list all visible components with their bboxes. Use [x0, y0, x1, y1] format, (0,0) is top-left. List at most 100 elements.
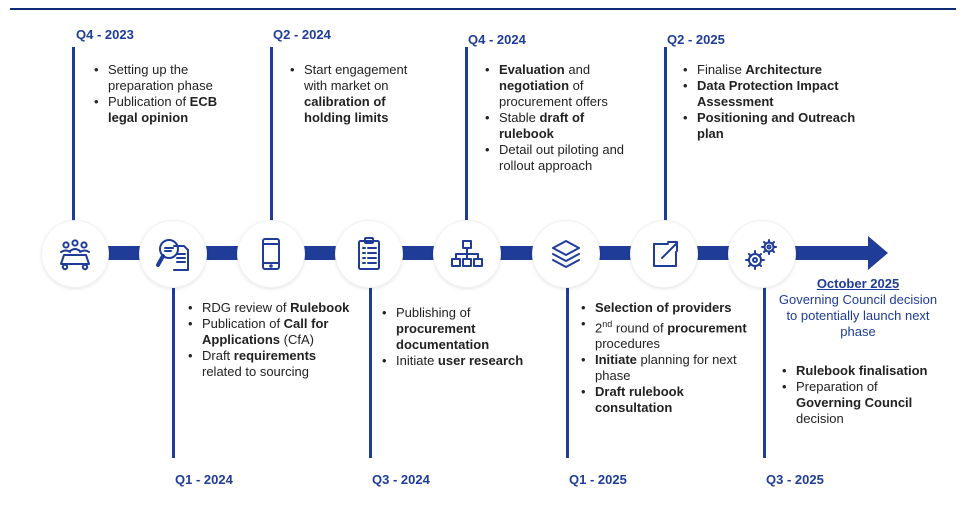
connector-q3-2025	[763, 281, 766, 458]
milestone-text: Initiate	[396, 353, 438, 368]
milestone-text: Selection of providers	[595, 300, 732, 315]
node-q1-2025	[533, 221, 599, 287]
milestone-text: Publishing of	[396, 305, 471, 320]
milestone-text: calibration of holding limits	[304, 94, 389, 125]
milestone-text: procedures	[595, 336, 661, 352]
clipboard-checklist-icon	[358, 237, 380, 270]
milestone-q4-2024: Evaluation and negotiation of procuremen…	[485, 62, 637, 174]
period-label-q3-2024: Q3 - 2024	[372, 472, 430, 487]
milestone-text: Architecture	[745, 62, 822, 77]
milestone-list: Rulebook finalisationPreparation of Gove…	[782, 363, 942, 427]
milestone-item: Publishing of procurement documentation	[382, 305, 532, 353]
node-q3-2024	[336, 221, 402, 287]
milestone-text: Initiate	[595, 352, 637, 368]
milestone-item: Finalise Architecture	[683, 62, 883, 78]
milestone-item: Rulebook finalisation	[782, 363, 942, 379]
milestone-text: round of	[612, 320, 668, 336]
milestone-text: and	[564, 62, 591, 77]
milestone-item: Detail out piloting and rollout approach	[485, 142, 637, 174]
hierarchy-org-chart-icon	[451, 240, 483, 267]
connector-q4-2023	[72, 47, 75, 225]
period-label-q2-2025: Q2 - 2025	[667, 32, 725, 47]
milestone-item: Initiate planning for next phase	[581, 352, 751, 384]
milestone-q2-2025: Finalise ArchitectureData Protection Imp…	[683, 62, 883, 142]
milestone-item: Start engagement with market on calibrat…	[290, 62, 425, 126]
milestone-text: Draft rulebook consultation	[595, 384, 684, 416]
period-label-q1-2024: Q1 - 2024	[175, 472, 233, 487]
milestone-text: Governing Council	[796, 395, 913, 410]
milestone-text: draft of rulebook	[499, 110, 585, 141]
smartphone-icon	[262, 238, 280, 270]
milestone-text: Setting up the preparation phase	[108, 62, 213, 93]
milestone-text: (CfA)	[280, 332, 314, 347]
milestone-list: Evaluation and negotiation of procuremen…	[485, 62, 637, 174]
milestone-q1-2025: Selection of providers2nd round of procu…	[581, 300, 751, 416]
milestone-item: Draft requirements related to sourcing	[188, 348, 354, 380]
milestone-list: Publishing of procurement documentationI…	[382, 305, 532, 369]
milestone-text: procurement	[667, 320, 747, 336]
gears-icon	[745, 239, 777, 270]
period-label-q4-2023: Q4 - 2023	[76, 27, 134, 42]
document-search-icon	[156, 239, 189, 271]
milestone-text: user research	[437, 353, 524, 368]
milestone-item: 2nd round of procurement procedures	[581, 316, 751, 352]
top-rule	[10, 8, 956, 10]
node-q4-2024	[434, 221, 500, 287]
milestone-text: Data Protection Impact Assessment	[697, 78, 839, 109]
milestone-text: of procurement offers	[499, 78, 608, 109]
node-q2-2025	[631, 221, 697, 287]
milestone-text: Rulebook	[290, 300, 350, 315]
milestone-list: Start engagement with market on calibrat…	[290, 62, 425, 126]
milestone-text: RDG review of	[202, 300, 291, 315]
milestone-text: Evaluation	[499, 62, 565, 77]
timeline-arrowhead	[868, 236, 888, 270]
milestone-item: Stable draft of rulebook	[485, 110, 637, 142]
milestone-list: Finalise ArchitectureData Protection Imp…	[683, 62, 883, 142]
milestone-item: Evaluation and negotiation of procuremen…	[485, 62, 637, 110]
milestone-text: Draft	[202, 348, 234, 363]
milestone-item: Draft rulebook consultation	[581, 384, 751, 416]
milestone-text: Call for Applications	[202, 316, 329, 347]
node-q1-2024	[140, 221, 206, 287]
milestone-text: Rulebook finalisation	[796, 363, 928, 378]
milestone-item: Data Protection Impact Assessment	[683, 78, 883, 110]
milestone-item: Publication of Call for Applications (Cf…	[188, 316, 354, 348]
meeting-people-icon	[60, 239, 90, 271]
milestone-text: Publication of	[108, 94, 190, 109]
milestone-text: Detail out piloting and rollout approach	[499, 142, 625, 173]
milestone-text: decision	[796, 411, 844, 426]
milestone-list: RDG review of RulebookPublication of Cal…	[188, 300, 354, 380]
milestone-text: Preparation of	[796, 379, 878, 394]
next-phase-date: October 2025	[816, 276, 900, 291]
milestone-text: Finalise	[697, 62, 746, 77]
milestone-item: Positioning and Outreach plan	[683, 110, 883, 142]
connector-q1-2025	[566, 281, 569, 458]
period-label-q3-2025: Q3 - 2025	[766, 472, 824, 487]
layers-icon	[552, 240, 580, 268]
connector-q3-2024	[369, 281, 372, 458]
milestone-item: Preparation of Governing Council decisio…	[782, 379, 942, 427]
milestone-list: Setting up the preparation phasePublicat…	[94, 62, 222, 126]
node-q3-2025	[729, 221, 795, 287]
milestone-text: Publication of	[202, 316, 284, 331]
node-q2-2024	[238, 221, 304, 287]
milestone-text: nd	[602, 319, 613, 329]
next-phase-description: Governing Council decision to potentiall…	[778, 292, 938, 339]
milestone-text: 2	[595, 320, 603, 336]
milestone-text: planning for next phase	[595, 352, 737, 384]
external-link-icon	[653, 241, 678, 267]
milestone-q4-2023: Setting up the preparation phasePublicat…	[94, 62, 222, 126]
milestone-item: Selection of providers	[581, 300, 751, 316]
milestone-q3-2024: Publishing of procurement documentationI…	[382, 305, 532, 369]
milestone-q2-2024: Start engagement with market on calibrat…	[290, 62, 425, 126]
milestone-text: Stable	[499, 110, 540, 125]
milestone-text: Positioning and Outreach plan	[697, 110, 856, 141]
connector-q2-2024	[270, 47, 273, 225]
milestone-q1-2024: RDG review of RulebookPublication of Cal…	[188, 300, 354, 380]
connector-q4-2024	[465, 47, 468, 225]
milestone-text: requirements	[233, 348, 317, 363]
next-phase-label: October 2025 Governing Council decision …	[778, 276, 938, 340]
milestone-item: Initiate user research	[382, 353, 532, 369]
milestone-q3-2025: Rulebook finalisationPreparation of Gove…	[782, 363, 942, 427]
milestone-text: Start engagement with market on	[304, 62, 408, 93]
